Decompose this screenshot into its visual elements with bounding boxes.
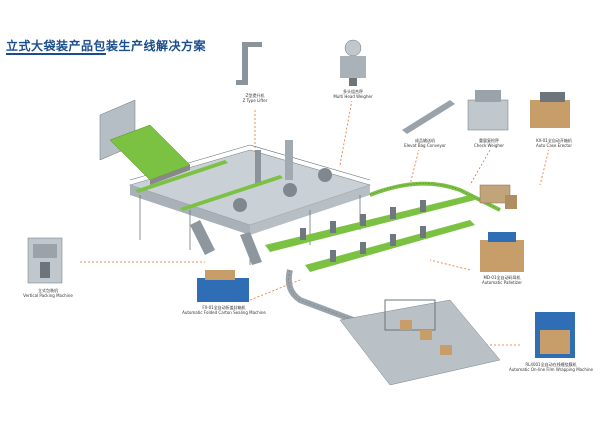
check-weigher-illustration [467, 90, 509, 131]
carton-sealing-illustration [197, 270, 249, 302]
platform-conveyors [135, 160, 283, 211]
title-underline [6, 53, 106, 55]
callout-carton-sealing: FX-01全自动折盖封箱机 Automatic Folded Carton Se… [180, 305, 268, 317]
palletizer-label-cn: MD-01全自动码垛机 [483, 275, 521, 280]
callout-connectors [80, 99, 551, 346]
carton-sealing-label-cn: FX-01全自动折盖封箱机 [202, 305, 246, 310]
multihead-illustration [330, 38, 376, 88]
check-weigher-label-cn: 重量复检秤 [479, 138, 499, 143]
conveyor-label-cn: 成品输送机 [415, 138, 435, 143]
palletizer-label-en: Automatic Palletizer [481, 280, 523, 285]
conveyor-label-en: Elevat Bag Conveyor [404, 143, 446, 148]
output-conveyor [285, 269, 501, 386]
elevated-conveyor [369, 181, 517, 212]
case-erector-label-en: Auto Case Erector [535, 143, 573, 148]
wrapping-label-en: Automatic On-line Film Wrapping Machine [509, 367, 593, 372]
callout-conveyor: 成品输送机 Elevat Bag Conveyor [398, 138, 452, 150]
connector-conveyor [409, 144, 421, 186]
packing-machine-row [265, 195, 475, 272]
wrapping-illustration [535, 312, 575, 358]
multihead-label-cn: 多头组合秤 [343, 89, 363, 94]
feed-hopper [99, 99, 191, 185]
callout-palletizer: MD-01全自动码垛机 Automatic Palletizer [470, 275, 534, 287]
carton-sealing-label-en: Automatic Folded Carton Sealing Machine [182, 310, 266, 315]
callout-wrapping: RL4001全自动在线缠绕膜机 Automatic On-line Film W… [506, 362, 596, 374]
connector-multihead [339, 99, 353, 166]
z-lifter-label-en: Z Type Lifter [242, 98, 268, 103]
z-lifter-label-cn: Z型提升机 [245, 93, 265, 98]
callout-multihead: 多头组合秤 Multi Head Weigher [326, 89, 380, 101]
callout-z-lifter: Z型提升机 Z Type Lifter [230, 93, 280, 105]
connector-palletizer [429, 259, 471, 271]
connector-check-weigher [469, 149, 491, 186]
wrapping-label-cn: RL4001全自动在线缠绕膜机 [525, 362, 577, 367]
vertical-packing-label-cn: 立式包装机 [38, 288, 58, 293]
vertical-packing-label-en: Vertical Packing Machine [23, 293, 73, 298]
palletizer-illustration [480, 232, 524, 272]
callout-case-erector: KX-01全自动开箱机 Auto Case Erector [524, 138, 584, 150]
z-lifter-illustration [230, 36, 280, 92]
check-weigher-label-en: Check Weigher [473, 143, 505, 148]
multihead-label-en: Multi Head Weigher [333, 94, 373, 99]
case-erector-illustration [530, 92, 570, 128]
callout-vertical-packing: 立式包装机 Vertical Packing Machine [16, 288, 80, 300]
page-title: 立式大袋装产品包装生产线解决方案 [6, 39, 207, 53]
connector-case-erector [539, 144, 551, 186]
case-erector-label-cn: KX-01全自动开箱机 [536, 138, 572, 143]
vertical-packing-illustration [27, 237, 63, 284]
callout-check-weigher: 重量复检秤 Check Weigher [462, 138, 516, 150]
conveyor-illustration [402, 100, 455, 134]
